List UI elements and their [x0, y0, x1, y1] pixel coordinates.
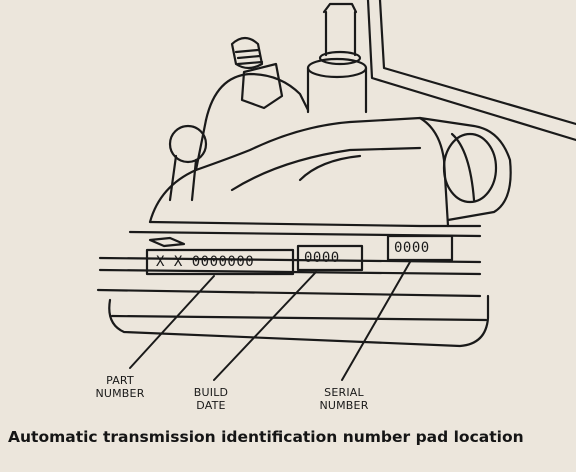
build-label-line2: DATE	[196, 399, 226, 412]
housing-body	[128, 116, 482, 238]
build-leader	[213, 271, 317, 381]
oil-pan	[108, 294, 490, 348]
figure-caption: Automatic transmission identification nu…	[8, 428, 524, 446]
dipstick-tube	[306, 2, 368, 114]
part-label-line1: PART	[106, 374, 134, 387]
part-leader	[129, 275, 215, 369]
frame-lines	[366, 0, 576, 142]
serial-leader	[341, 261, 411, 381]
leader-lines	[129, 261, 411, 381]
mount-bracket	[194, 72, 310, 172]
id-pad	[145, 234, 454, 276]
serial-number-stamp: 0000	[394, 240, 430, 256]
part-number-stamp: X X 0000000	[156, 254, 255, 270]
part-number-label: PART NUMBER	[92, 374, 148, 400]
bolt-stud	[230, 36, 284, 110]
knob	[168, 124, 208, 202]
pan-rail	[96, 236, 482, 298]
serial-label-line2: NUMBER	[319, 399, 369, 412]
part-label-line2: NUMBER	[95, 387, 145, 400]
end-cap	[418, 116, 512, 222]
build-date-label: BUILD DATE	[186, 386, 236, 412]
build-label-line1: BUILD	[193, 386, 229, 399]
build-date-stamp: 0000	[304, 250, 340, 266]
serial-number-label: SERIAL NUMBER	[312, 386, 376, 412]
serial-label-line1: SERIAL	[324, 386, 364, 399]
